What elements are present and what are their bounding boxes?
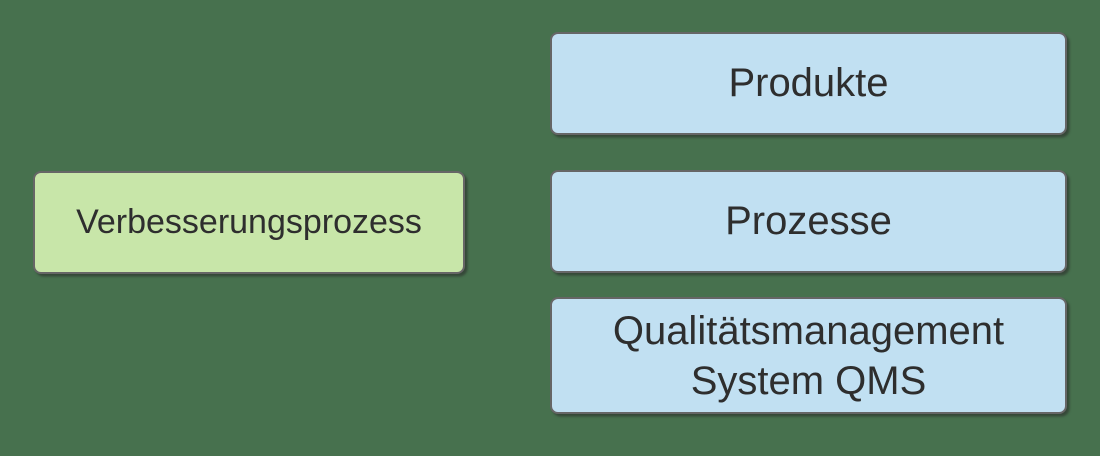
node-prozesse-label: Prozesse [725,199,892,243]
node-verbesserungsprozess-label: Verbesserungsprozess [76,203,422,241]
node-prozesse: Prozesse [550,170,1067,273]
node-verbesserungsprozess: Verbesserungsprozess [33,171,465,274]
node-qms-label-line-2: System QMS [690,358,927,403]
node-produkte: Produkte [550,32,1067,135]
node-produkte-label: Produkte [728,61,889,105]
node-qualitaetsmanagement-system-qms: Qualitätsmanagement System QMS [550,297,1067,414]
node-qms-label-line-1: Qualitätsmanagement [612,308,1005,353]
